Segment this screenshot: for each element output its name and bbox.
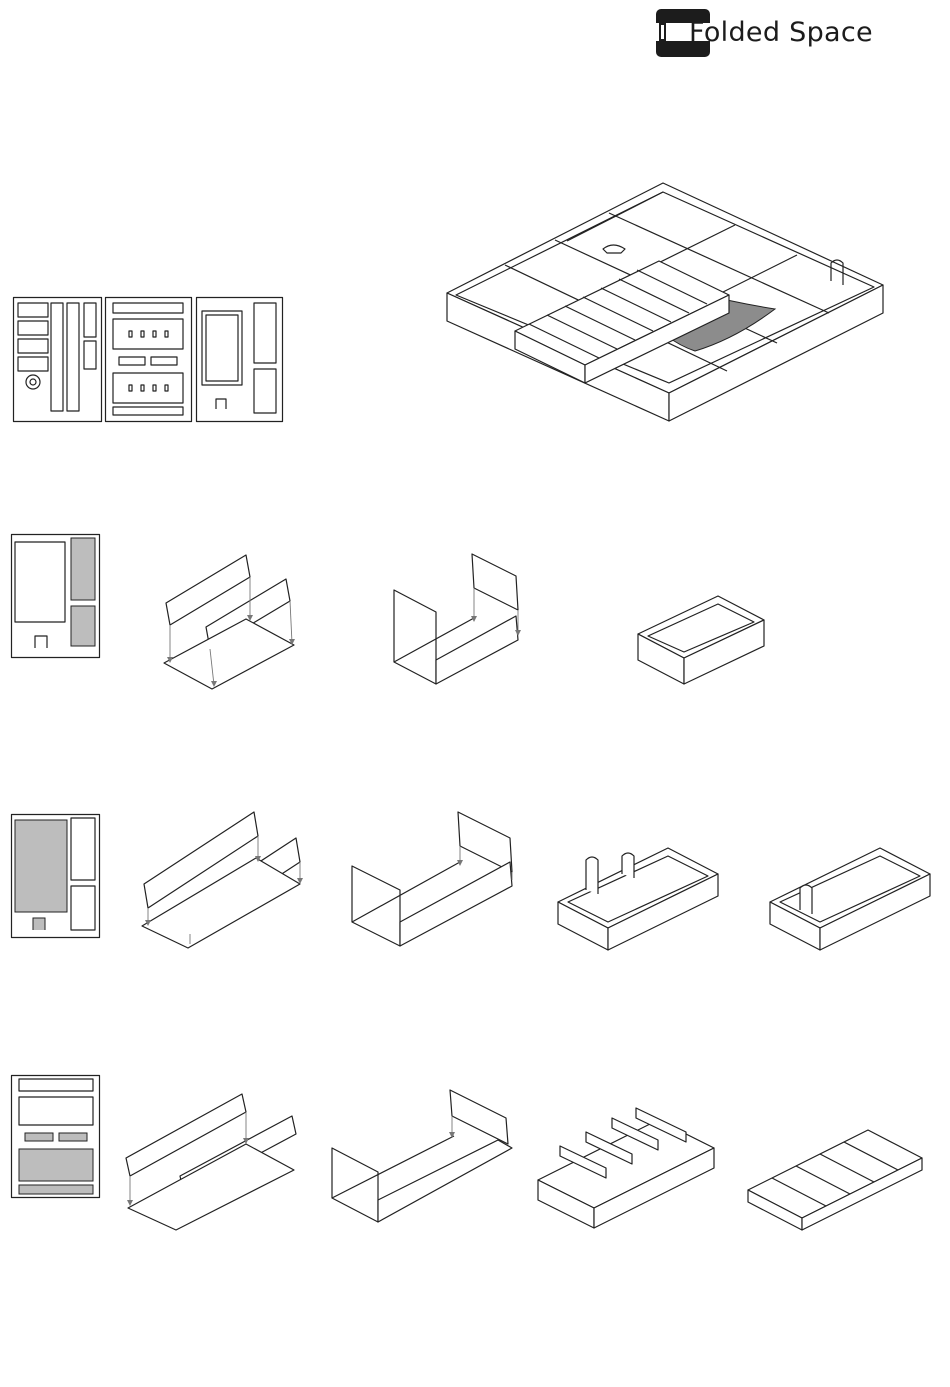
cut-sheet-divided-tray — [11, 1075, 101, 1199]
cut-sheet-small-tray — [11, 534, 101, 659]
cut-sheets-overview — [13, 297, 285, 423]
small-tray-step-2 — [390, 550, 525, 690]
divided-tray-step-1 — [124, 1092, 299, 1232]
small-tray-step-1 — [160, 553, 300, 693]
brand-name: Folded Space — [689, 17, 873, 48]
small-tray-step-3 — [636, 594, 766, 689]
cut-sheet-2 — [106, 298, 192, 422]
cut-sheet-3 — [197, 298, 283, 422]
assembled-insert — [447, 183, 887, 438]
cut-sheet-1 — [14, 298, 102, 422]
cut-sheet-long-tray — [11, 814, 101, 939]
long-tray-step-1 — [138, 810, 304, 950]
divided-tray-step-4 — [746, 1126, 924, 1231]
long-tray-step-4 — [768, 846, 933, 951]
long-tray-step-3 — [556, 846, 721, 951]
divided-tray-step-2 — [328, 1088, 516, 1228]
long-tray-step-2 — [348, 810, 518, 950]
brand-logo: Folded Space — [656, 9, 918, 59]
divided-tray-step-3 — [536, 1106, 718, 1231]
